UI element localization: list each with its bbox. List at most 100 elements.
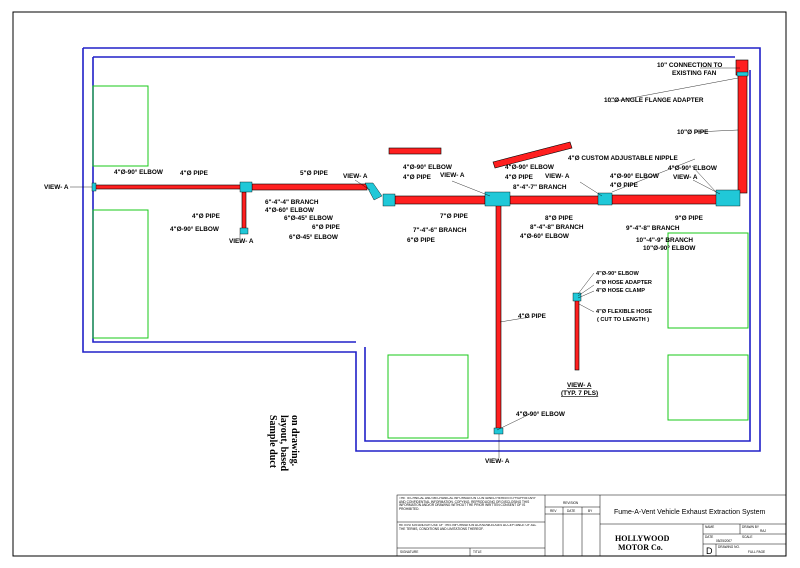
label-branch-10-4-9: 10"-4"-9" BRANCH [636,237,693,244]
signature-label: SIGNATURE [400,550,418,554]
label-view-a-right: VIEW- A [673,174,698,181]
company-name-1: HOLLYWOOD [615,534,670,543]
drawing-no-label: DRAWING NO. [718,545,740,549]
label-elbow-4-60-left: 4"Ø-60° ELBOW [265,206,315,214]
fitting-8-4-7-branch [484,191,511,207]
label-detail-hose-clamp: 4"Ø HOSE CLAMP [596,288,645,294]
title-block [396,494,787,557]
label-branch-9-4-8: 9"-4"-8" BRANCH [626,225,680,232]
label-view-a-left: VIEW- A [44,184,69,191]
label-elbow-10-90: 10"Ø-90° ELBOW [643,244,696,252]
zone-bottom-center [387,354,469,439]
fitting-hose-adapter [572,292,582,302]
main-duct-segment-4 [509,195,601,205]
label-branch-8-4-8: 8"-4"-8" BRANCH [530,224,584,231]
outer-wall [82,47,761,452]
fitting-7-4-6-branch [382,193,396,207]
duct-fittings [91,71,749,435]
label-detail-hose-adapter: 4"Ø HOSE ADAPTER [596,280,652,286]
label-elbow-4-60-mid: 4"Ø-60° ELBOW [520,232,570,240]
label-elbow-6-45-a: 6"Ø-45° ELBOW [284,214,334,222]
date-label: DATE [705,535,713,539]
label-pipe-4-mid2: 4"Ø PIPE [505,174,534,181]
leader-lines [70,67,740,458]
label-pipe-4-mid1: 4"Ø PIPE [403,174,432,181]
label-custom-nipple: 4"Ø CUSTOM ADJUSTABLE NIPPLE [568,155,679,162]
label-elbow-6-45-b: 6"Ø-45° ELBOW [289,233,339,241]
disclaimer-proprietary: THE TECHNICAL AND MECHANICAL INFORMATION… [399,497,536,511]
label-pipe-4-drop: 4"Ø PIPE [192,213,221,220]
label-pipe-5: 5"Ø PIPE [300,170,329,177]
loose-duct-1 [388,147,442,155]
label-elbow-mid2: 4"Ø-90° ELBOW [505,163,555,171]
disclaimer-retention: RETENTION AND/OR USE OF THIS INFORMATION… [399,524,537,531]
revision-label: REVISION [563,501,579,505]
label-branch-6-4-4: 6"-4"-4" BRANCH [265,199,319,206]
by-col: BY [588,509,593,513]
label-detail-view-a: VIEW- A [567,382,592,389]
zone-right-bottom [667,354,749,421]
label-flange-adapter: 10"Ø ANGLE FLANGE ADAPTER [604,97,704,104]
drop-duct-branch-left [241,191,247,231]
date-value: 05/25/2007 [716,539,732,543]
company-name-2: MOTOR Co. [618,543,663,552]
fitting-flange-adapter [736,71,749,77]
note-line-2: layout, based [278,415,289,472]
drawn-by-label: DRAWN BY [742,525,760,529]
rev-col: REV [550,509,557,513]
label-view-a-drop: VIEW- A [229,238,254,245]
zone-left-bottom [92,209,149,339]
fitting-branch-6-4-4 [239,181,253,193]
work-zones [92,85,749,439]
label-elbow-left: 4"Ø-90° ELBOW [114,168,164,176]
label-connection-1: 10" CONNECTION TO [657,62,722,69]
label-pipe-4-vertical: 4"Ø PIPE [518,313,547,320]
main-duct-segment-3 [394,195,486,205]
title-label: TITLE [473,550,482,554]
label-elbow-mid3: 4"Ø-90° ELBOW [610,172,660,180]
label-view-a-mid3: VIEW- A [545,173,570,180]
label-view-a-mid1: VIEW- A [343,173,368,180]
label-pipe-6-b: 6"Ø PIPE [407,237,436,244]
name-label: NAME [705,525,714,529]
main-duct-segment-1 [92,184,244,190]
title-block-text: THE TECHNICAL AND MECHANICAL INFORMATION… [399,497,766,556]
main-duct-segment-2 [251,183,368,191]
note-line-3: on drawing. [289,415,300,467]
fitting-drop-elbow [493,427,504,435]
label-pipe-10: 10"Ø PIPE [677,129,709,136]
duct-labels: VIEW- A 4"Ø-90° ELBOW 4"Ø PIPE 5"Ø PIPE … [44,62,722,465]
label-pipe-7: 7"Ø PIPE [440,213,469,220]
main-duct-segment-5 [611,194,718,205]
size-value: D [706,546,713,556]
drawn-by-value: RAJ [760,529,766,533]
label-connection-2: EXISTING FAN [672,70,717,77]
loose-duct-2 [492,141,573,169]
fitting-8-4-8-branch [597,192,613,206]
label-detail-cut: ( CUT TO LENGTH ) [597,317,649,323]
flex-hose-detail [574,299,580,371]
label-detail-flex-hose: 4"Ø FLEXIBLE HOSE [596,309,652,315]
label-elbow-right: 4"Ø-90° ELBOW [668,164,718,172]
label-elbow-4-90-drop: 4"Ø-90° ELBOW [170,225,220,233]
vertical-duct-to-fan [737,74,748,194]
sheet-value: FULL PAGE [748,550,765,554]
sample-note: Sample duct layout, based on drawing. [267,415,300,472]
note-line-1: Sample duct [267,415,278,469]
label-elbow-bottom: 4"Ø-90° ELBOW [516,410,566,418]
label-branch-8-4-7: 8"-4"-7" BRANCH [513,184,567,191]
label-pipe-4-mid3: 4"Ø PIPE [610,182,639,189]
fitting-elbow-4-90-left [239,227,249,235]
fitting-10-4-9-branch [715,189,741,207]
label-view-a-mid2: VIEW- A [440,172,465,179]
drop-duct-long [495,203,502,431]
label-pipe-4-left: 4"Ø PIPE [180,170,209,177]
label-elbow-mid1: 4"Ø-90° ELBOW [403,163,453,171]
label-detail-elbow: 4"Ø-90° ELBOW [596,271,640,277]
label-view-a-bottom: VIEW- A [485,458,510,465]
label-pipe-8: 8"Ø PIPE [545,215,574,222]
date-col: DATE [567,509,575,513]
label-pipe-9: 9"Ø PIPE [675,215,704,222]
sheet-border [12,11,787,557]
